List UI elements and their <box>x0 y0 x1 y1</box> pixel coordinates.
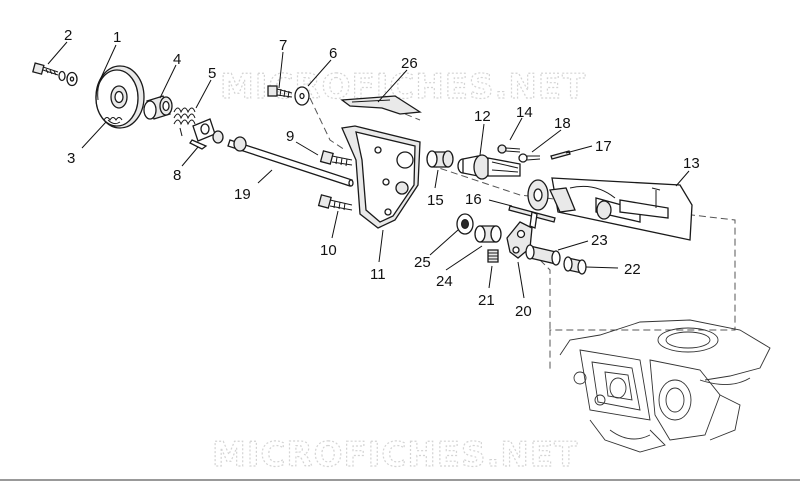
callout-15: 15 <box>427 192 444 209</box>
callout-9: 9 <box>286 128 294 145</box>
callout-11: 11 <box>370 266 386 283</box>
callout-7: 7 <box>279 37 287 54</box>
part-9-bolt <box>319 150 353 167</box>
callout-5: 5 <box>208 65 216 82</box>
callout-21: 21 <box>478 292 495 309</box>
part-17-pin <box>550 150 571 160</box>
part-25-seal <box>456 213 474 235</box>
engine-block-outline <box>559 319 771 453</box>
part-12-spindle <box>457 154 521 180</box>
part-18-screw <box>518 153 541 163</box>
callout-2: 2 <box>64 27 72 44</box>
part-24-bush <box>474 225 502 243</box>
callout-leader-lines <box>47 41 690 299</box>
part-15-bush <box>426 150 454 168</box>
part-14-bolt <box>497 144 521 154</box>
callout-3: 3 <box>67 150 75 167</box>
callout-24: 24 <box>436 273 453 290</box>
callout-10: 10 <box>320 242 337 259</box>
part-3-clip <box>103 117 123 121</box>
callout-20: 20 <box>515 303 532 320</box>
part-22-bush <box>563 256 587 275</box>
part-13-assembly <box>527 177 693 241</box>
callout-labels: 2 1 3 4 5 7 6 26 8 9 19 10 11 12 13 14 1… <box>64 27 700 320</box>
part-21-screw <box>487 249 499 263</box>
callout-18: 18 <box>554 115 571 132</box>
callout-16: 16 <box>465 191 482 208</box>
part-16-rod <box>508 205 556 229</box>
part-6-washer <box>294 86 310 106</box>
part-11-cover <box>341 125 421 229</box>
part-5-spring <box>173 107 196 137</box>
callout-23: 23 <box>591 232 608 249</box>
callout-17: 17 <box>595 138 612 155</box>
part-2-bolt <box>32 62 78 87</box>
callout-26: 26 <box>401 55 418 72</box>
part-8-bracket <box>189 118 216 150</box>
callout-13: 13 <box>683 155 700 172</box>
callout-25: 25 <box>414 254 431 271</box>
part-4-bushing <box>143 95 173 120</box>
part-19-shaft <box>212 130 354 187</box>
watermark-bottom: MICROFICHES.NET <box>212 435 578 475</box>
callout-8: 8 <box>173 167 181 184</box>
callout-19: 19 <box>234 186 251 203</box>
part-23-sleeve <box>525 244 561 266</box>
callout-12: 12 <box>474 108 491 125</box>
part-26-gasket <box>340 95 422 115</box>
part-1-pulley <box>95 65 145 129</box>
part-7-screw <box>267 85 293 99</box>
callout-22: 22 <box>624 261 641 278</box>
callout-14: 14 <box>516 104 533 121</box>
callout-1: 1 <box>113 29 121 46</box>
part-10-bolt <box>317 194 353 211</box>
callout-6: 6 <box>329 45 337 62</box>
callout-4: 4 <box>173 51 181 68</box>
